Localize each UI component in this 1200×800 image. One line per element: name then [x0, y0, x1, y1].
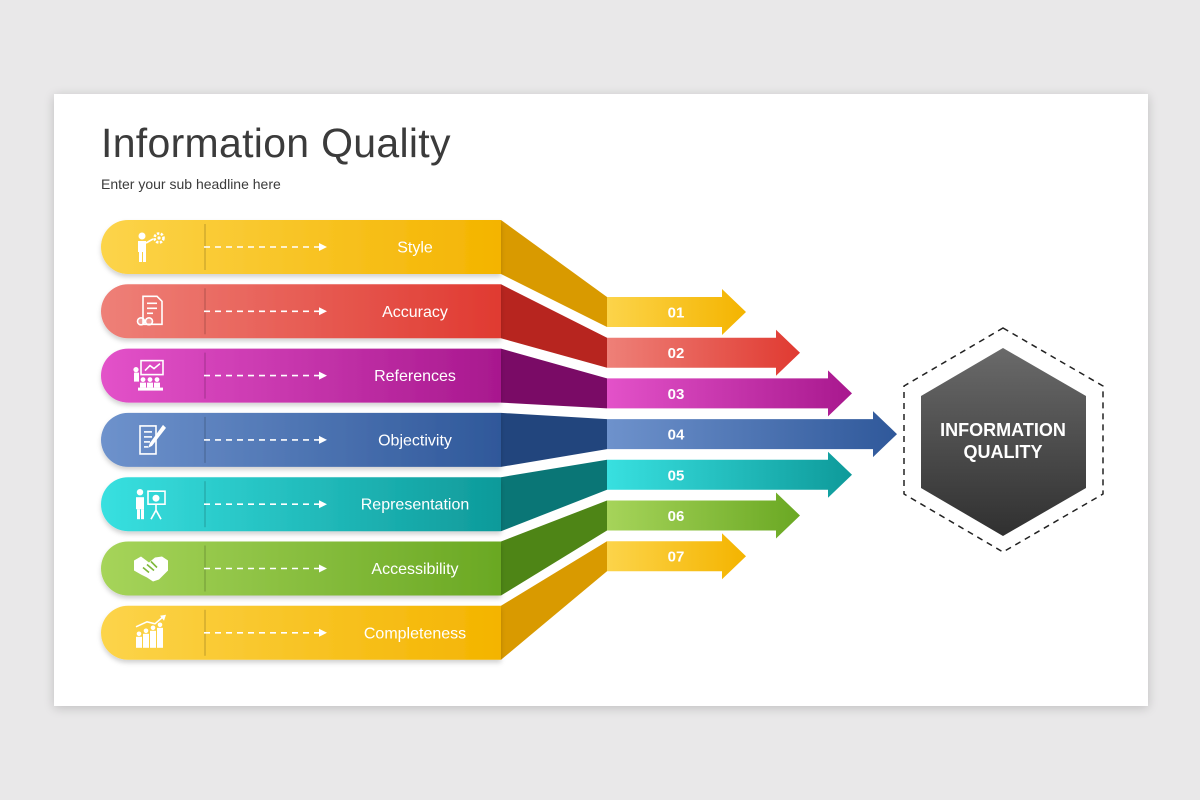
band-shape [101, 605, 501, 660]
presentation-audience-icon [133, 359, 164, 391]
number-arrow [607, 451, 852, 498]
fold-connector [501, 541, 607, 660]
dashed-arrow-head [319, 435, 327, 444]
document-pen-icon [139, 424, 166, 455]
arrow-number: 03 [668, 386, 685, 403]
band-label: Accuracy [382, 304, 448, 321]
category-band: Accuracy [101, 284, 501, 339]
dashed-arrow-head [319, 307, 327, 316]
center-label-line2: QUALITY [964, 442, 1043, 462]
band-shape [101, 477, 501, 532]
fold-connectors [501, 220, 607, 660]
fold-connector [501, 284, 607, 368]
handshake-icon [134, 556, 168, 582]
arrow-number: 06 [668, 508, 685, 525]
fold-connector [501, 459, 607, 532]
dashed-arrow-head [319, 243, 327, 251]
center-label-line1: INFORMATION [940, 420, 1066, 440]
arrow-number: 07 [668, 549, 685, 566]
category-band: Completeness [101, 605, 501, 660]
presenter-board-icon [136, 489, 166, 520]
fold-connector [501, 412, 607, 467]
category-bands: StyleAccuracyReferencesObjectivityRepres… [101, 220, 501, 660]
band-label: Representation [361, 497, 470, 514]
fold-connector [501, 220, 607, 327]
band-label: Objectivity [378, 432, 452, 449]
hexagon-shape [921, 348, 1086, 536]
band-label: Completeness [364, 625, 466, 642]
dashed-arrow-head [319, 500, 327, 509]
document-glasses-icon [136, 295, 163, 326]
information-quality-diagram: 01 02 03 04 05 06 07 StyleAccuracyReferencesOb… [101, 220, 1104, 660]
number-arrow [607, 492, 800, 539]
number-arrow [607, 329, 800, 376]
category-band: Accessibility [101, 541, 501, 596]
dashed-arrow-head [319, 564, 327, 573]
band-label: Style [397, 240, 433, 257]
dashed-arrow-head [319, 628, 327, 637]
category-band: Objectivity [101, 412, 501, 467]
fold-connector [501, 348, 607, 409]
fold-connector [501, 500, 607, 596]
arrow-number: 04 [668, 427, 685, 444]
band-shape [101, 541, 501, 596]
band-shape [101, 284, 501, 339]
center-hexagon: INFORMATION QUALITY [903, 327, 1104, 553]
arrow-number: 02 [668, 345, 685, 362]
page-title: Information Quality [101, 120, 451, 166]
band-shape [101, 412, 501, 467]
arrow-number: 05 [668, 467, 685, 484]
band-shape [101, 348, 501, 403]
slide: Information Quality Enter your sub headl… [54, 94, 1148, 706]
arrow-number: 01 [668, 305, 685, 322]
dashed-arrow-head [319, 371, 327, 380]
worker-gear-icon [138, 232, 165, 262]
number-arrows: 01 02 03 04 05 06 07 [607, 289, 897, 580]
band-label: Accessibility [371, 561, 458, 578]
growth-chart-icon [135, 614, 166, 648]
number-arrow [607, 533, 746, 580]
band-shape [101, 220, 501, 274]
category-band: References [101, 348, 501, 403]
number-arrow [607, 411, 897, 458]
number-arrow [607, 289, 746, 335]
category-band: Style [101, 220, 501, 274]
page-subtitle: Enter your sub headline here [101, 176, 281, 192]
category-band: Representation [101, 477, 501, 532]
hexagon-dashed-outline [903, 327, 1104, 553]
number-arrow [607, 370, 852, 417]
band-label: References [374, 368, 456, 385]
